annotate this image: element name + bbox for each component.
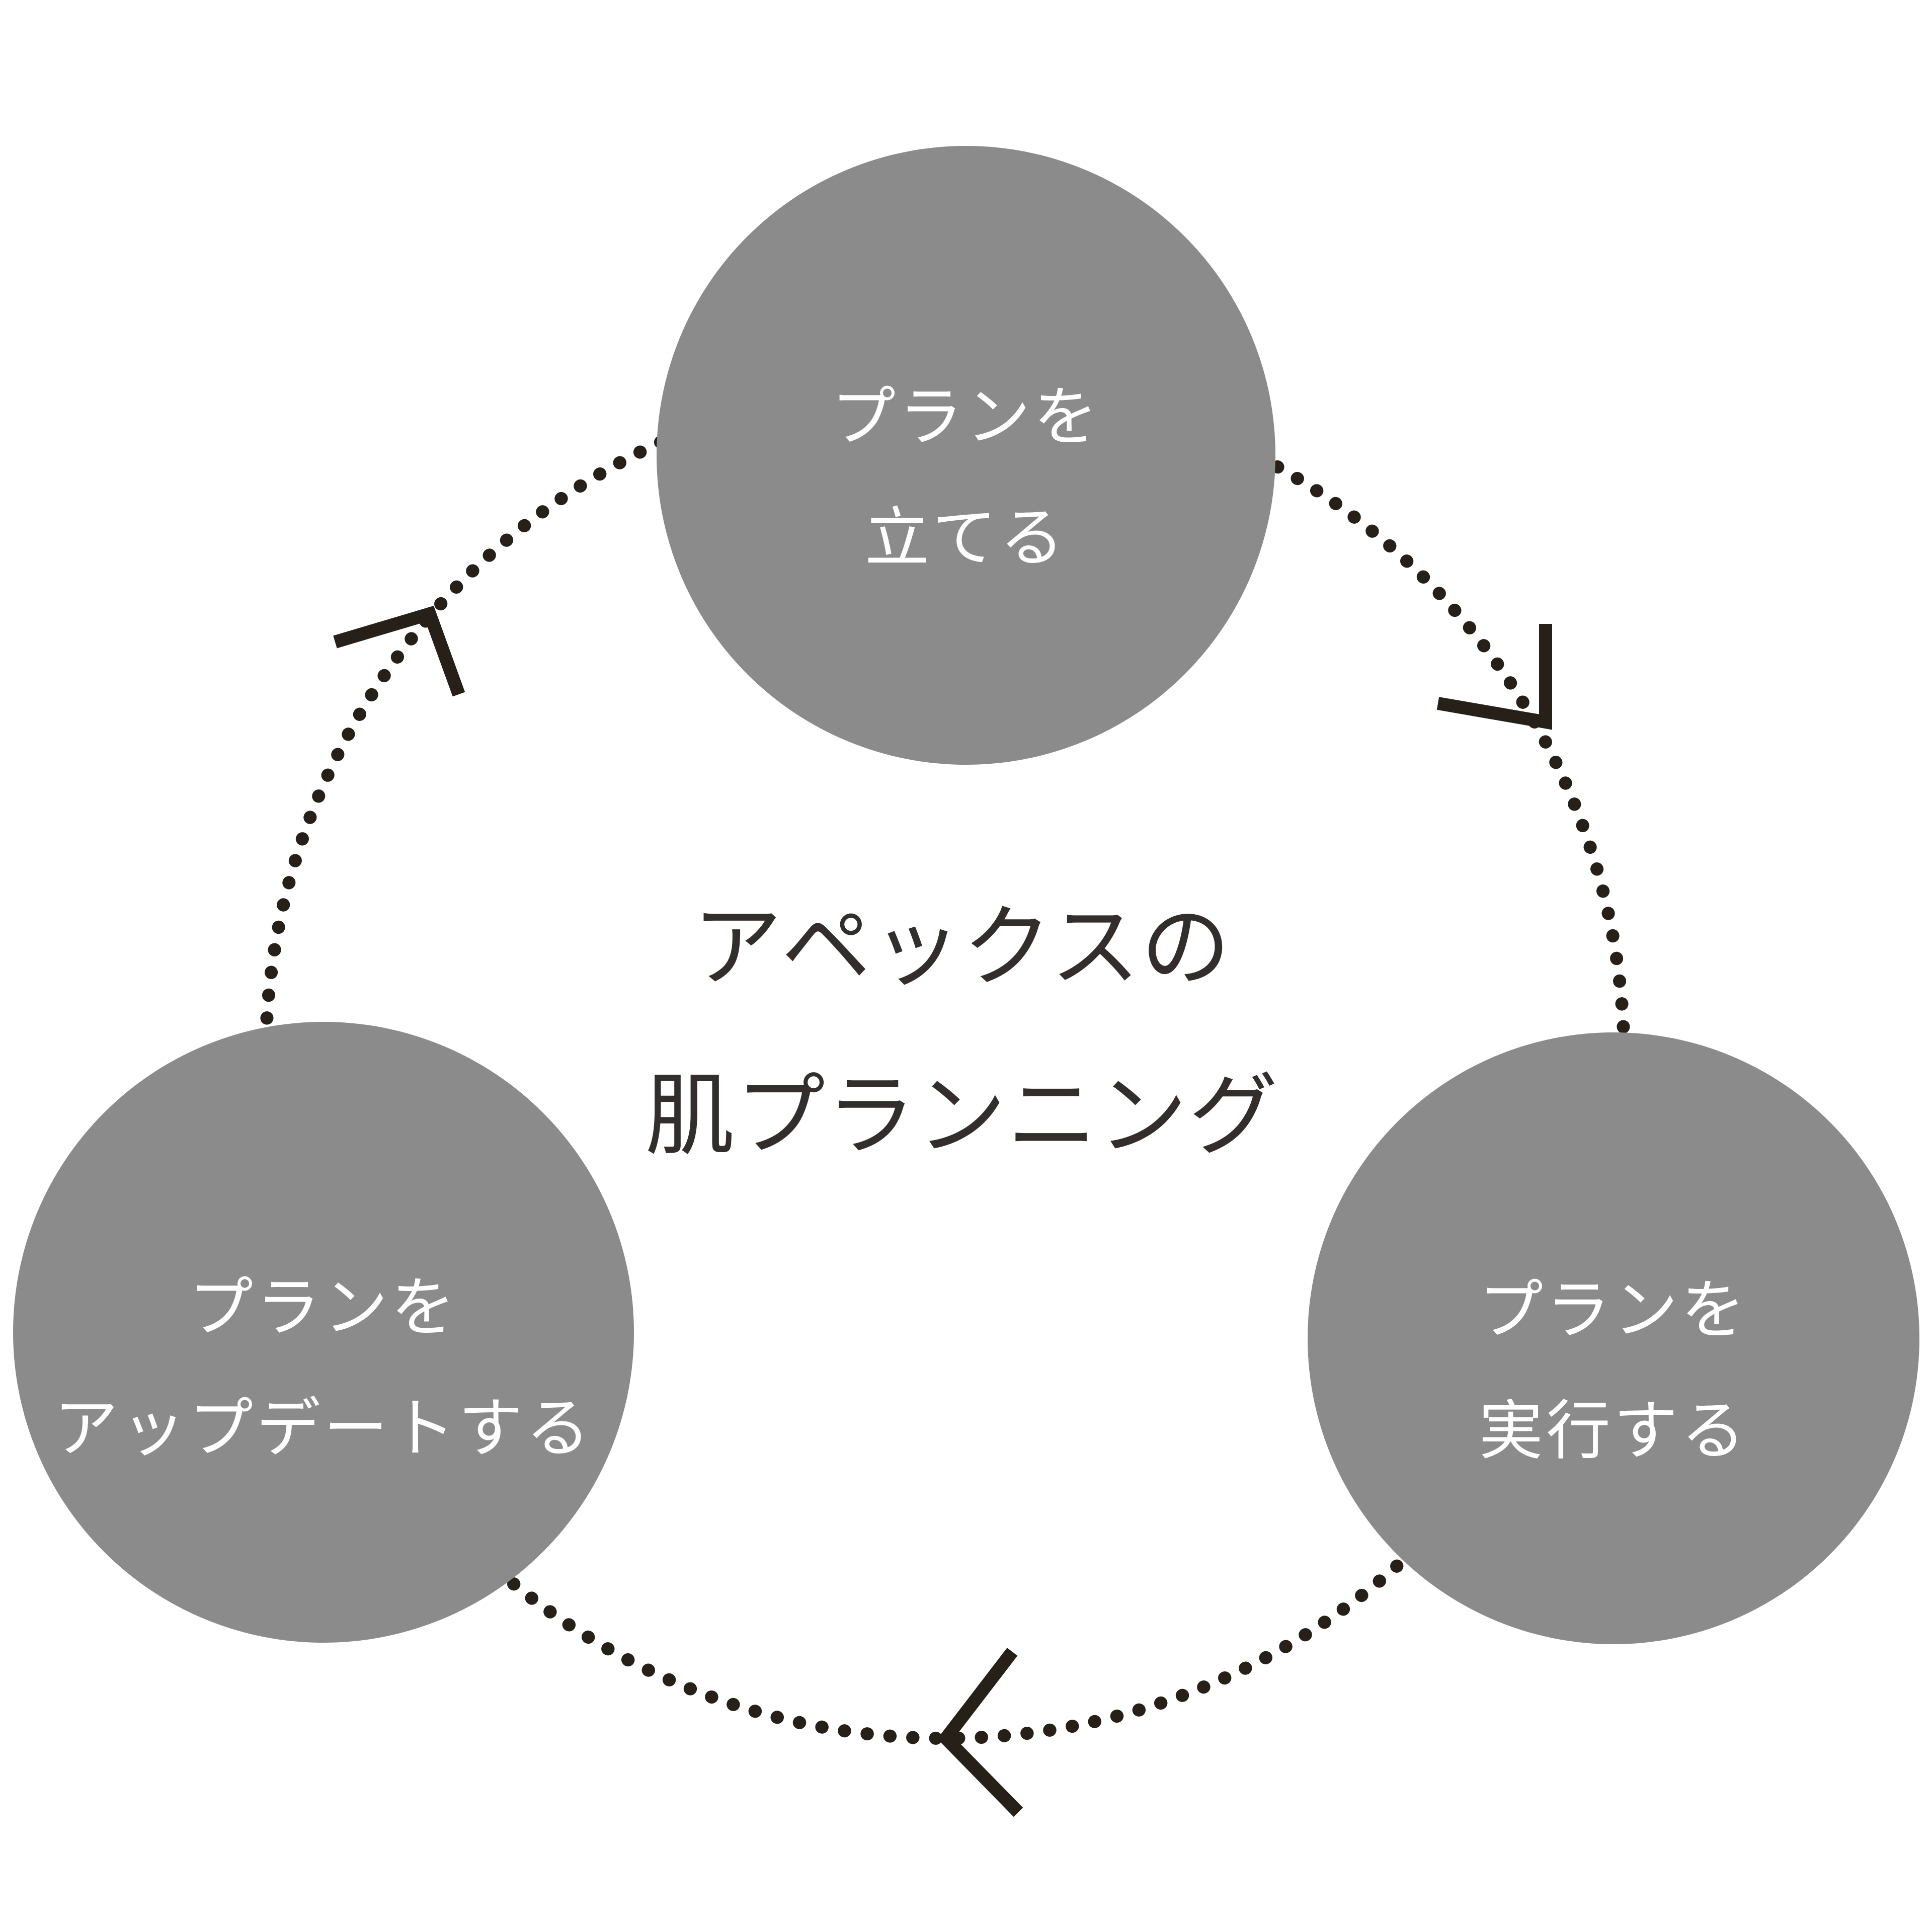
node-label-execute: プランを 実行する (1479, 1250, 1748, 1492)
node-label-execute-line1: プランを (1478, 1273, 1749, 1348)
arrow-execute-to-update-icon (937, 1648, 1023, 1817)
node-label-plan: プランを 立てる (831, 357, 1101, 599)
diagram-title-line2: 肌プランニング (645, 1064, 1279, 1168)
node-label-plan-line1: プランを (831, 380, 1101, 455)
arrow-plan-to-execute-icon (1436, 624, 1552, 730)
node-label-plan-line2: 立てる (864, 501, 1068, 576)
node-circle-plan (657, 146, 1275, 765)
node-circle-execute (1308, 1032, 1919, 1644)
arrow-update-to-plan-icon (333, 606, 465, 697)
diagram-title: アペックスの 肌プランニング (645, 863, 1279, 1200)
node-label-update-line2: アップデートする (53, 1391, 594, 1466)
node-label-update: プランを アップデートする (54, 1248, 593, 1489)
node-circle-update (13, 1022, 634, 1643)
node-label-execute-line2: 実行する (1478, 1394, 1749, 1469)
node-label-update-line1: プランを (188, 1270, 459, 1345)
diagram-title-line1: アペックスの (692, 895, 1232, 999)
